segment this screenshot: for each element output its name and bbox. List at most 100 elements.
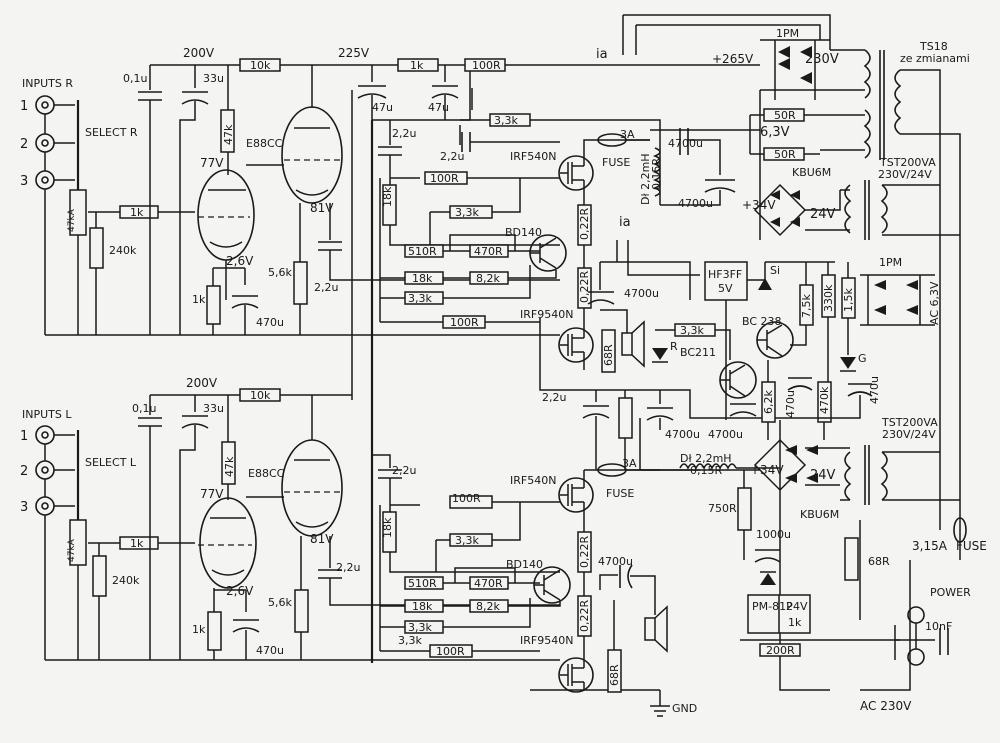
label-bd140-l: BD140: [506, 558, 543, 571]
label-470k: 470k: [818, 386, 831, 414]
label-77v-l: 77V: [200, 487, 224, 501]
label-15k: 1,5k: [842, 288, 855, 312]
label-330k: 330k: [822, 284, 835, 312]
label-33k-l2: 3,3k: [408, 621, 432, 634]
label-ts18-note: ze zmianami: [900, 52, 970, 65]
label-r1k-r: 1k: [130, 206, 144, 219]
label-47k-r: 47k: [222, 124, 235, 145]
label-62k: 6,2k: [762, 390, 775, 414]
label-24v-r: 24V: [810, 207, 836, 222]
label-select-r: SELECT R: [85, 126, 138, 139]
label-tst-r: TST200VA: [879, 156, 936, 169]
label-10k-l: 10k: [250, 389, 271, 402]
label-4700u-sup-r: 4700u: [668, 137, 703, 150]
label-irf9540n-r: IRF9540N: [520, 308, 573, 321]
label-10nf: 10nF: [925, 620, 952, 633]
label-510r-l: 510R: [408, 577, 437, 590]
label-56k-l: 5,6k: [268, 596, 292, 609]
label-47u-b: 47u: [428, 101, 449, 114]
label-choke-r-ohm: 0,15R: [650, 158, 663, 190]
label-e88cc-r: E88CC: [246, 137, 283, 150]
label-inputs-r: INPUTS R: [22, 77, 73, 90]
label-relay-v: 5V: [718, 282, 733, 295]
label-100r-l3: 100R: [436, 645, 465, 658]
label-22u-drv-l: 2,2u: [392, 464, 416, 477]
label-ac230: AC 230V: [860, 699, 912, 713]
label-1k-cath-r: 1k: [192, 293, 206, 306]
label-26v-l: 2,6V: [226, 584, 254, 598]
label-led-r: R: [670, 340, 678, 353]
wiring: [45, 14, 961, 700]
label-225v: 225V: [338, 46, 370, 60]
label-gnd: GND: [672, 702, 697, 715]
label-fuse-l: FUSE: [606, 487, 634, 500]
label-1pm-right: 1PM: [879, 256, 902, 269]
label-irf9540n-l: IRF9540N: [520, 634, 573, 647]
label-68r-l: 68R: [608, 664, 621, 686]
label-bc211: BC211: [680, 346, 716, 359]
label-50r-b: 50R: [774, 148, 796, 161]
label-240k-l: 240k: [112, 574, 140, 587]
label-pot-r: 47kA: [67, 208, 77, 232]
label-510r-r: 510R: [408, 245, 437, 258]
label-01u-l: 0,1u: [132, 402, 156, 415]
label-47k-l: 47k: [223, 456, 236, 477]
label-82k-l: 8,2k: [476, 600, 500, 613]
label-3a-r: 3A: [620, 128, 635, 141]
label-bd140-r: BD140: [505, 226, 542, 239]
power-section: [652, 39, 967, 666]
label-470r-r: 470R: [474, 245, 503, 258]
label-34v-r: +34V: [742, 198, 776, 212]
label-tst-rating-l: 230V/24V: [882, 428, 936, 441]
label-100r-g1: 100R: [430, 172, 459, 185]
label-ia-top: ia: [596, 47, 608, 62]
label-470u-a: 470u: [784, 390, 797, 418]
label-68r-r: 68R: [602, 344, 615, 366]
label-470r-l: 470R: [474, 577, 503, 590]
label-ac63: AC 6,3V: [928, 281, 941, 325]
label-470u-b: 470u: [868, 376, 881, 404]
label-33k-l1: 3,3k: [455, 534, 479, 547]
label-3a-l: 3A: [622, 457, 637, 470]
label-kbu-r: KBU6M: [792, 166, 831, 179]
label-power: POWER: [930, 586, 971, 599]
label-choke-l: Dł 2,2mH: [680, 452, 732, 465]
label-34v-l: +34V: [750, 463, 784, 477]
pin-r2: 2: [20, 137, 28, 152]
label-315a: 3,15A: [912, 539, 948, 553]
label-77v-r: 77V: [200, 156, 224, 170]
label-18k-r: 18k: [412, 272, 433, 285]
label-4700u-mid-b: 4700u: [708, 428, 743, 441]
label-22u-out-r: 2,2u: [314, 281, 338, 294]
label-22u-bottom: 2,2u: [542, 391, 566, 404]
label-tst-l: TST200VA: [881, 416, 938, 429]
label-81v-l: 81V: [310, 532, 334, 546]
text-labels: INPUTS R INPUTS L SELECT R SELECT L 1 2 …: [20, 27, 987, 715]
label-200v-r: 200V: [183, 46, 215, 60]
label-230v: 230V: [805, 52, 839, 67]
label-470u-l: 470u: [256, 644, 284, 657]
label-63v: 6,3V: [760, 125, 790, 140]
label-18k-vert-l: 18k: [381, 517, 394, 538]
label-200v-l: 200V: [186, 376, 218, 390]
label-irf540n-r: IRF540N: [510, 150, 556, 163]
label-1000u: 1000u: [756, 528, 791, 541]
label-ia-mid: ia: [619, 215, 631, 230]
label-bc238: BC 238: [742, 315, 782, 328]
label-200r: 200R: [766, 644, 795, 657]
label-led-g: G: [858, 352, 867, 365]
label-47u-a: 47u: [372, 101, 393, 114]
label-75k: 7,5k: [800, 294, 813, 318]
label-e88cc-l: E88CC: [248, 467, 285, 480]
pin-l1: 1: [20, 429, 28, 444]
label-tst-rating-r: 230V/24V: [878, 168, 932, 181]
label-1pm-top: 1PM: [776, 27, 799, 40]
channel-l: [35, 388, 780, 717]
label-kbu-l: KBU6M: [800, 508, 839, 521]
label-100r-g2: 100R: [452, 492, 481, 505]
label-pot-l: 47kA: [67, 538, 77, 562]
label-pm81p: PM-81P: [752, 600, 793, 613]
label-1k-top: 1k: [410, 59, 424, 72]
